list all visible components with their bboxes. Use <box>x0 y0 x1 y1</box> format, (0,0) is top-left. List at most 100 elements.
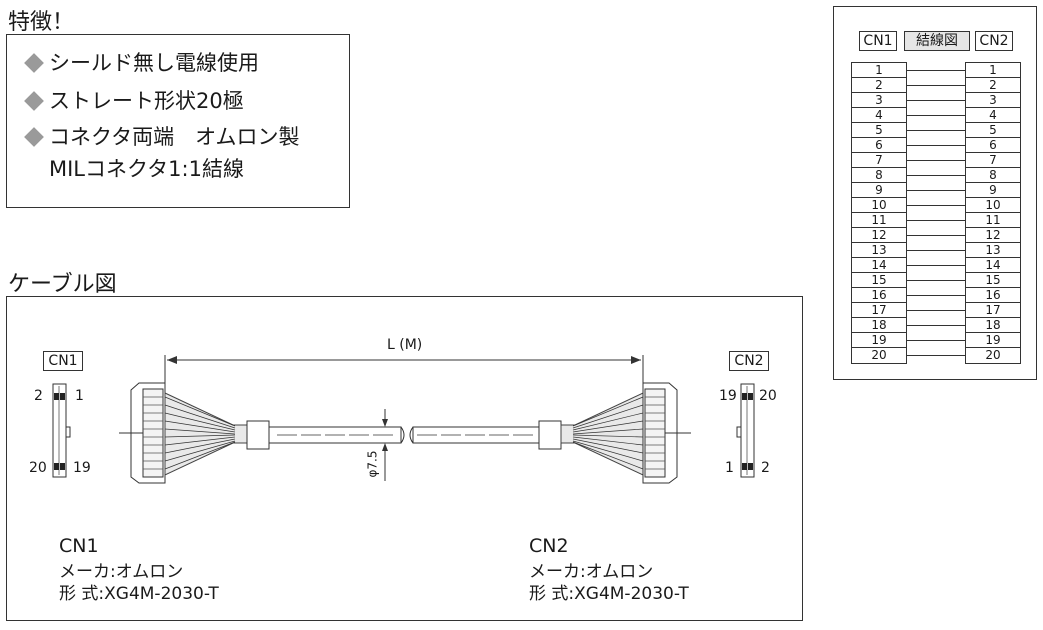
cn1-connector-body <box>119 382 166 484</box>
cn1-pin: 10 <box>852 198 906 213</box>
wiring-line <box>907 190 965 191</box>
cn2-pin: 5 <box>966 123 1020 138</box>
cn2-pin: 9 <box>966 183 1020 198</box>
features-box: シールド無し電線使用 ストレート形状20極 コネクタ両端 オムロン製 MILコネ… <box>6 34 350 208</box>
cn1-sleeve <box>246 420 270 450</box>
wiring-line <box>907 205 965 206</box>
wiring-line <box>907 280 965 281</box>
length-dimension <box>164 355 644 383</box>
cn2-pin: 6 <box>966 138 1020 153</box>
feature-item: シールド無し電線使用 <box>23 47 259 77</box>
cn2-pin: 16 <box>966 288 1020 303</box>
cn1-info-maker: メーカ:オムロン <box>59 562 184 582</box>
cable-drawing <box>52 355 755 484</box>
diamond-bullet-icon <box>24 91 44 111</box>
cn2-pin: 1 <box>966 63 1020 78</box>
wiring-line <box>907 85 965 86</box>
feature-item: ストレート形状20極 <box>23 85 244 115</box>
wiring-line <box>907 175 965 176</box>
cn1-pin: 14 <box>852 258 906 273</box>
cable-body <box>268 426 540 444</box>
feature-continuation: MILコネクタ1:1結線 <box>49 157 244 181</box>
cn2-pin: 19 <box>966 333 1020 348</box>
cn2-fan-wires <box>572 396 644 470</box>
length-label: L (M) <box>387 337 423 353</box>
cn2-pin: 18 <box>966 318 1020 333</box>
cn1-pin: 11 <box>852 213 906 228</box>
cn1-pin: 6 <box>852 138 906 153</box>
cn2-pin-column: 1 2 3 4 5 6 7 8 9 10 11 12 13 14 15 16 1… <box>965 62 1021 364</box>
wiring-line <box>907 355 965 356</box>
cn1-info-model: 形 式:XG4M-2030-T <box>59 584 219 604</box>
wiring-line <box>907 160 965 161</box>
cn1-pin: 8 <box>852 168 906 183</box>
cn2-pin-label: 1 <box>725 460 734 476</box>
cn1-tag: CN1 <box>43 351 83 371</box>
cn2-pin: 8 <box>966 168 1020 183</box>
diameter-label: φ7.5 <box>365 450 380 478</box>
cn2-info-model: 形 式:XG4M-2030-T <box>529 584 689 604</box>
cn2-pin: 2 <box>966 78 1020 93</box>
cn1-pin: 18 <box>852 318 906 333</box>
wiring-title-tag: 結線図 <box>904 31 970 51</box>
wiring-cn2-tag: CN2 <box>975 31 1013 51</box>
wiring-cn1-tag: CN1 <box>859 31 897 51</box>
cn2-pin: 14 <box>966 258 1020 273</box>
cn1-pin-label: 19 <box>73 460 91 476</box>
cn1-pin-column: 1 2 3 4 5 6 7 8 9 10 11 12 13 14 15 16 1… <box>851 62 907 364</box>
cn1-pin: 13 <box>852 243 906 258</box>
cn2-pin: 17 <box>966 303 1020 318</box>
cn2-pin: 7 <box>966 153 1020 168</box>
cn1-pin: 2 <box>852 78 906 93</box>
cn2-info-name: CN2 <box>529 535 569 557</box>
cn1-pin: 7 <box>852 153 906 168</box>
cable-title: ケーブル図 <box>8 272 117 297</box>
cn2-pin: 12 <box>966 228 1020 243</box>
cn1-info-name: CN1 <box>59 535 99 557</box>
cn2-pin-label: 19 <box>719 388 737 404</box>
cn2-pin-label: 20 <box>759 388 777 404</box>
cn1-pin: 19 <box>852 333 906 348</box>
wiring-line <box>907 340 965 341</box>
cn2-pin-label: 2 <box>761 460 770 476</box>
cn1-fan-wires <box>164 396 236 470</box>
cn1-pin-label: 20 <box>29 460 47 476</box>
wiring-line <box>907 220 965 221</box>
cn2-info-maker: メーカ:オムロン <box>529 562 654 582</box>
cn2-pin: 10 <box>966 198 1020 213</box>
diamond-bullet-icon <box>24 127 44 147</box>
cn2-pin: 4 <box>966 108 1020 123</box>
cn1-side-view <box>52 383 71 478</box>
cn1-pin: 1 <box>852 63 906 78</box>
wiring-line <box>907 325 965 326</box>
cn1-pin: 16 <box>852 288 906 303</box>
cn2-tag: CN2 <box>729 351 769 371</box>
cn1-pin: 3 <box>852 93 906 108</box>
wiring-line <box>907 235 965 236</box>
cn2-pin: 11 <box>966 213 1020 228</box>
cn1-pin: 4 <box>852 108 906 123</box>
cn2-pin: 15 <box>966 273 1020 288</box>
cn1-pin: 20 <box>871 348 887 362</box>
wiring-line <box>907 295 965 296</box>
wiring-line <box>907 265 965 266</box>
cn2-connector-body <box>642 382 691 484</box>
cn1-pin-label: 2 <box>34 388 43 404</box>
cn2-sleeve <box>538 420 562 450</box>
cn2-pin: 20 <box>985 348 1001 362</box>
wiring-line <box>907 130 965 131</box>
features-title: 特徴！ <box>8 10 75 35</box>
cn2-pin: 13 <box>966 243 1020 258</box>
cn1-pin: 9 <box>852 183 906 198</box>
feature-item: コネクタ両端 オムロン製 <box>23 121 300 151</box>
cn2-side-view <box>736 383 755 478</box>
diameter-dimension <box>382 409 388 481</box>
cable-diagram-box: CN1 CN2 2 1 20 19 19 20 1 2 L (M) φ7.5 C… <box>6 296 803 621</box>
wiring-diagram-box: CN1 結線図 CN2 1 2 3 4 5 6 7 8 9 10 11 12 1… <box>833 6 1037 380</box>
wiring-line <box>907 100 965 101</box>
cn1-pin: 5 <box>852 123 906 138</box>
wiring-line <box>907 70 965 71</box>
cn2-pin: 3 <box>966 93 1020 108</box>
wiring-line <box>907 250 965 251</box>
diamond-bullet-icon <box>24 53 44 73</box>
